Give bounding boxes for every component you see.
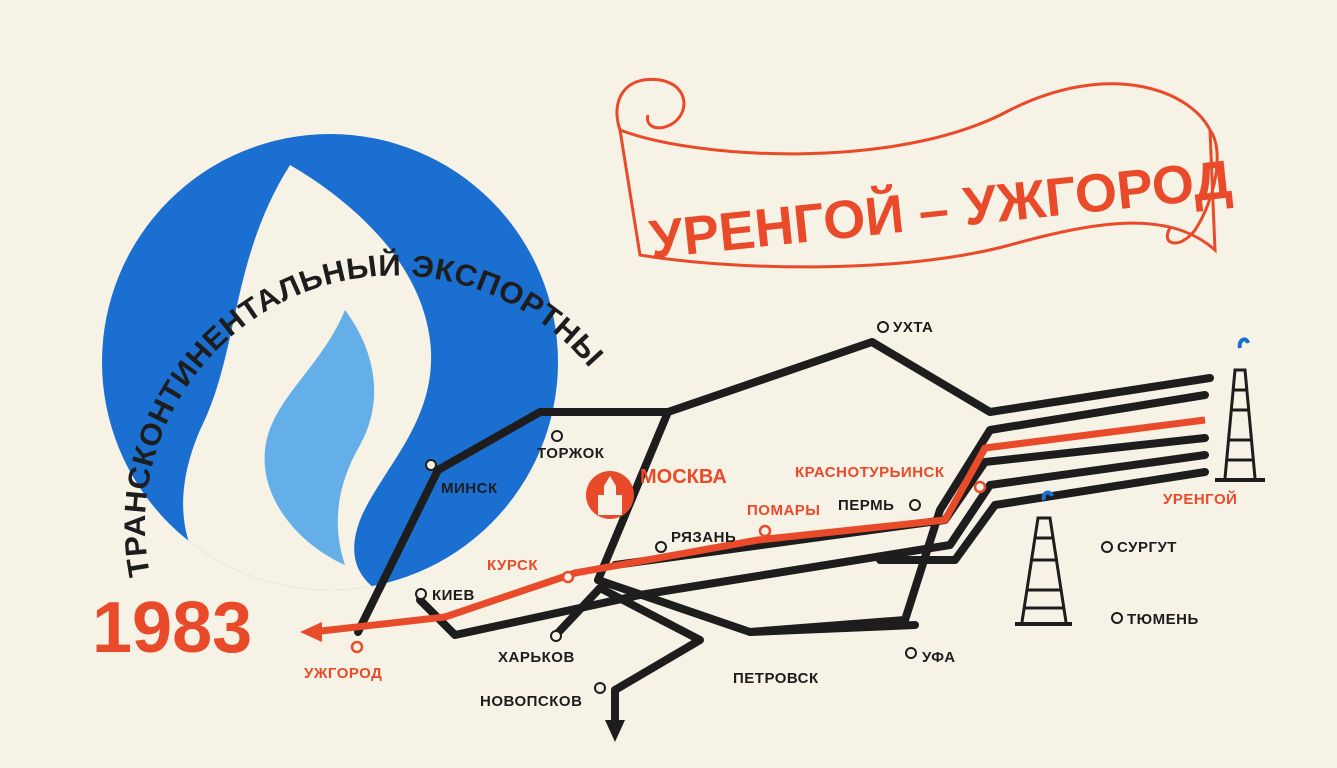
city-label-tyumen: ТЮМЕНЬ: [1127, 611, 1199, 628]
derrick-urengoy-icon: [1215, 337, 1265, 482]
arrow-west: [300, 622, 322, 642]
year-label: 1983: [92, 588, 252, 668]
city-label-moskva: МОСКВА: [640, 466, 727, 488]
pipeline-novopskov: [596, 584, 704, 734]
city-markers: [415, 321, 1123, 694]
city-label-urengoy: УРЕНГОЙ: [1163, 490, 1237, 508]
banner-left-curl: [615, 77, 686, 131]
city-label-kiev: КИЕВ: [432, 587, 475, 604]
pipeline-main-3: [416, 451, 1209, 639]
city-label-kharkov: ХАРЬКОВ: [498, 649, 575, 666]
city-label-petrovsk: ПЕТРОВСК: [733, 670, 819, 687]
banner-right-curl: [1165, 129, 1219, 245]
pipeline-main-4: [876, 468, 1209, 564]
city-label-krasnoturinsk: КРАСНОТУРЬИНСК: [795, 464, 945, 481]
city-label-kursk: КУРСК: [487, 557, 538, 574]
city-label-perm: ПЕРМЬ: [838, 497, 894, 514]
arrow-south: [605, 720, 625, 742]
pipeline-petrovsk-link: [594, 576, 919, 636]
flame-inner-shape: [264, 310, 375, 565]
city-label-pomary: ПОМАРЫ: [747, 502, 820, 519]
banner-title: УРЕНГОЙ – УЖГОРОД: [647, 148, 1235, 270]
city-label-minsk: МИНСК: [441, 480, 498, 497]
route-banner: УРЕНГОЙ – УЖГОРОД: [615, 77, 1235, 270]
city-label-ryazan: РЯЗАНЬ: [671, 529, 736, 546]
derrick-surgut-icon: [1015, 490, 1072, 626]
moscow-marker: [586, 471, 634, 519]
city-label-surgut: СУРГУТ: [1117, 539, 1177, 556]
city-label-ukhta: УХТА: [893, 319, 933, 336]
city-label-uzhgorod: УЖГОРОД: [304, 665, 382, 682]
pipeline-kharkov: [551, 584, 604, 640]
city-label-ufa: УФА: [922, 649, 956, 666]
city-markers-red: [350, 480, 987, 654]
city-label-torzhok: ТОРЖОК: [537, 445, 605, 462]
export-line: [311, 416, 1206, 636]
city-label-novopskov: НОВОПСКОВ: [480, 693, 582, 710]
